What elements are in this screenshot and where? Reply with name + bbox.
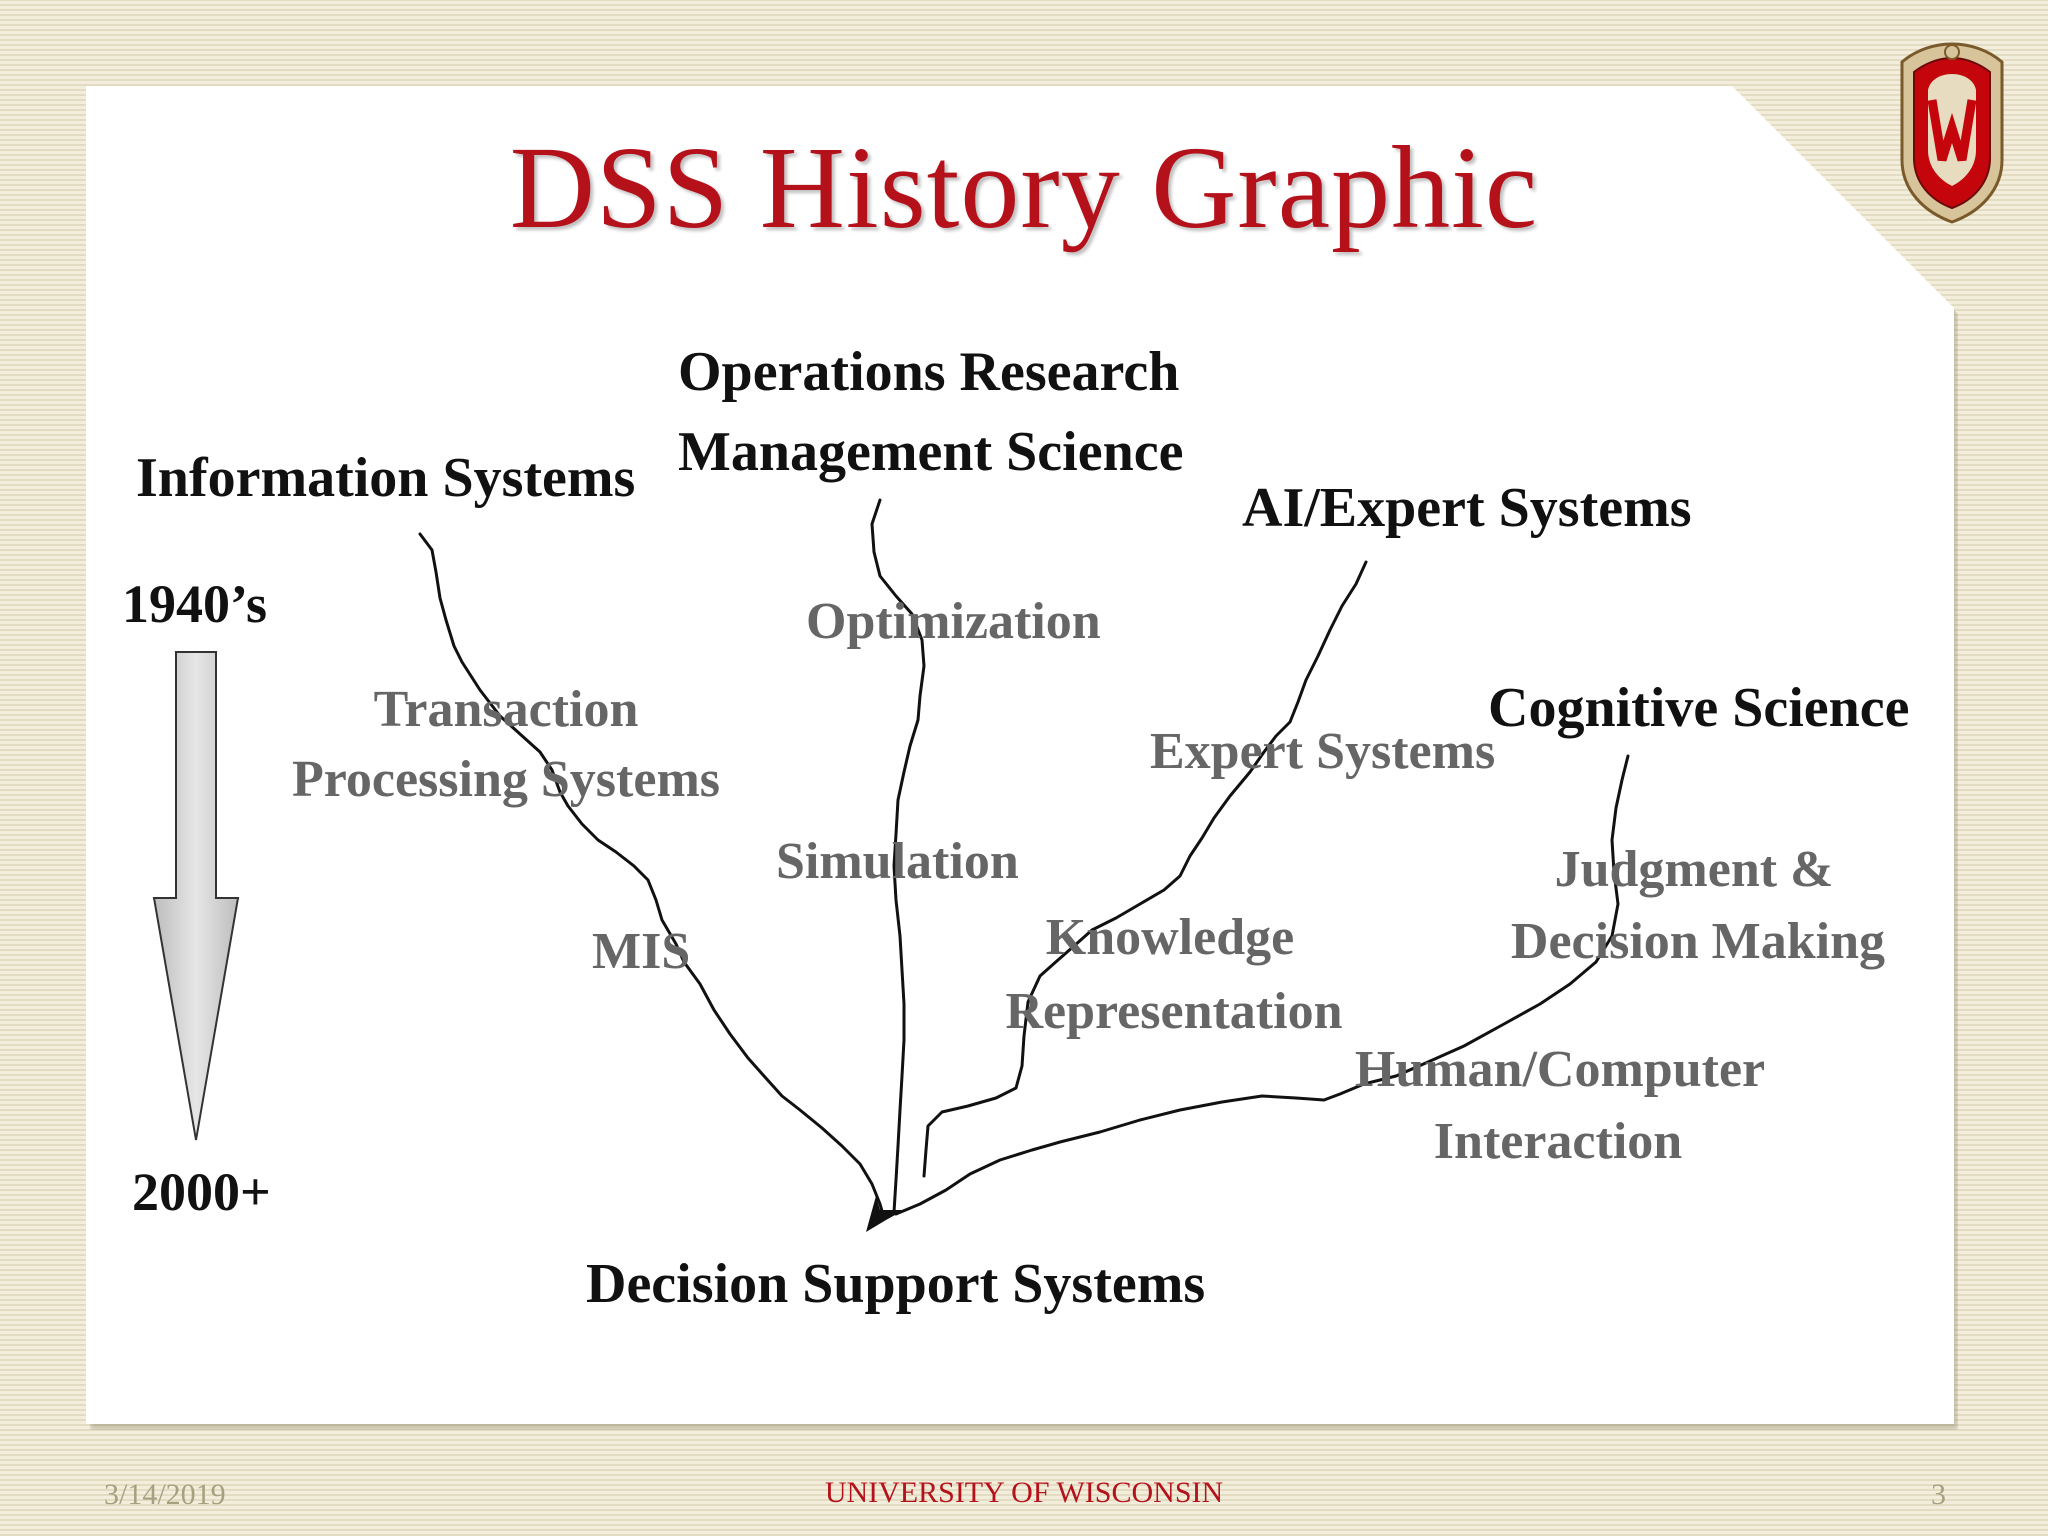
university-crest-logo	[1900, 42, 2004, 224]
transaction-label: Transaction	[374, 681, 639, 738]
information-systems-label: Information Systems	[136, 447, 635, 509]
knowledge-label: Knowledge	[1046, 909, 1294, 966]
footer-organization: UNIVERSITY OF WISCONSIN	[824, 1476, 1224, 1509]
decision-making-label: Decision Making	[1511, 913, 1885, 970]
timeline-end-label: 2000+	[132, 1162, 271, 1222]
expert-systems-label: Expert Systems	[1150, 723, 1495, 780]
slide-title: DSS History Graphic	[509, 122, 1539, 253]
representation-label: Representation	[1005, 983, 1342, 1040]
operations-research-label: Operations Research	[678, 341, 1179, 403]
judgment-label: Judgment &	[1555, 841, 1834, 898]
timeline-arrow	[152, 651, 240, 1141]
cognitive-science-branch	[894, 754, 1630, 1216]
simulation-label: Simulation	[776, 833, 1019, 890]
footer-page-number: 3	[1931, 1478, 1946, 1511]
human-computer-label: Human/Computer	[1355, 1041, 1765, 1098]
optimization-label: Optimization	[806, 593, 1101, 650]
cognitive-science-label: Cognitive Science	[1488, 677, 1909, 739]
timeline-start-label: 1940’s	[122, 574, 267, 634]
processing-systems-label: Processing Systems	[292, 751, 720, 808]
ai-expert-systems-label: AI/Expert Systems	[1242, 477, 1692, 539]
interaction-label: Interaction	[1434, 1113, 1682, 1170]
information-systems-branch	[418, 532, 886, 1220]
footer-date: 3/14/2019	[104, 1478, 226, 1511]
ai-expert-branch	[922, 560, 1368, 1178]
operations-research-branch	[870, 498, 926, 1214]
slide-panel	[86, 86, 1954, 1424]
management-science-label: Management Science	[678, 421, 1183, 483]
mis-label: MIS	[592, 923, 690, 980]
convergence-arrowhead	[866, 1196, 904, 1232]
decision-support-systems-label: Decision Support Systems	[586, 1253, 1205, 1315]
